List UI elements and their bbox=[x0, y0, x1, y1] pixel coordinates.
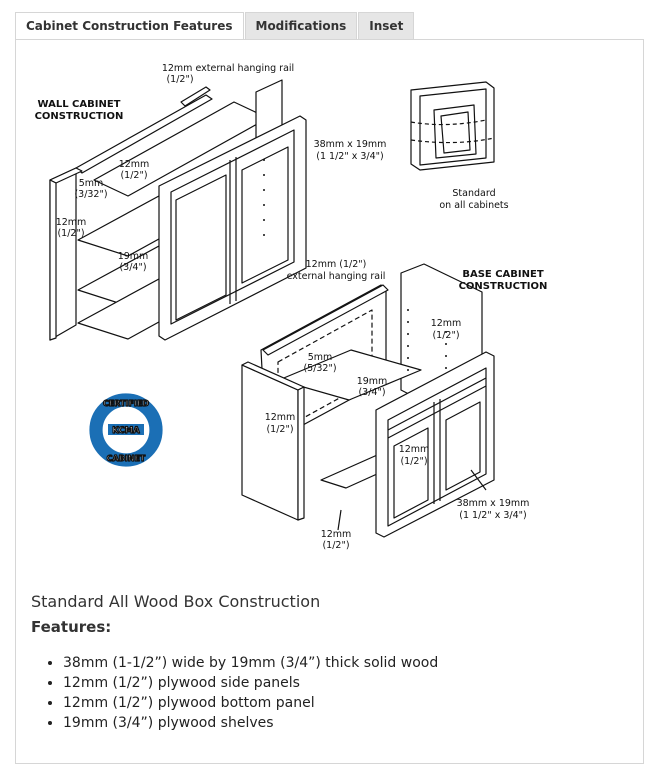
base-bottom-label: 5mm bbox=[308, 352, 333, 363]
features-heading: Features: bbox=[31, 618, 112, 636]
wall-side-sub: (1/2") bbox=[57, 228, 84, 239]
wall-frame-label: 38mm x 19mm bbox=[314, 139, 387, 150]
standard-label-2: on all cabinets bbox=[439, 200, 508, 211]
base-shelf-sub: (3/4") bbox=[358, 387, 385, 398]
feature-item: 12mm (1/2”) plywood side panels bbox=[63, 675, 438, 691]
base-frame-sub: (1 1/2" x 3/4") bbox=[459, 510, 526, 521]
tab-modifications[interactable]: Modifications bbox=[244, 12, 358, 39]
base-door-sub: (1/2") bbox=[400, 456, 427, 467]
wall-shelf-label: 19mm bbox=[118, 251, 149, 262]
standard-cabinet-illustration bbox=[410, 81, 495, 171]
feature-item: 19mm (3/4”) plywood shelves bbox=[63, 715, 438, 731]
tab-cabinet-construction-features[interactable]: Cabinet Construction Features bbox=[15, 12, 244, 41]
base-rail-label-2: external hanging rail bbox=[287, 271, 386, 282]
base-door-label: 12mm bbox=[399, 444, 430, 455]
base-title-1: BASE CABINET bbox=[462, 269, 543, 280]
seal-bottom-text: CABINET bbox=[107, 454, 146, 463]
wall-shelf-sub: (3/4") bbox=[119, 262, 146, 273]
base-frame-label: 38mm x 19mm bbox=[457, 498, 530, 509]
wall-cabinet-illustration bbox=[49, 79, 307, 341]
seal-center-text: KCMA bbox=[112, 426, 140, 436]
wall-rail-sub: (1/2") bbox=[166, 74, 193, 85]
wall-bottom-sub: (3/32") bbox=[74, 189, 107, 200]
feature-item: 38mm (1-1/2”) wide by 19mm (3/4”) thick … bbox=[63, 655, 438, 671]
base-bottom-sub: (5/32") bbox=[303, 363, 336, 374]
cabinet-construction-diagram: KCMA CERTIFIED CABINET WALL CABINET CONS… bbox=[35, 63, 548, 551]
wall-back-sub: (1/2") bbox=[120, 170, 147, 181]
tab-inset[interactable]: Inset bbox=[358, 12, 415, 39]
base-back-label: 12mm bbox=[431, 318, 462, 329]
kcma-certified-seal: KCMA CERTIFIED CABINET bbox=[89, 393, 163, 467]
wall-title-2: CONSTRUCTION bbox=[35, 111, 124, 122]
tab-panel: KCMA CERTIFIED CABINET WALL CABINET CONS… bbox=[15, 39, 644, 764]
wall-rail-label: 12mm external hanging rail bbox=[162, 63, 294, 74]
wall-back-label: 12mm bbox=[119, 159, 150, 170]
base-side-label: 12mm bbox=[265, 412, 296, 423]
wall-bottom-label: 5mm bbox=[79, 178, 104, 189]
standard-label-1: Standard bbox=[452, 188, 495, 199]
feature-item: 12mm (1/2”) plywood bottom panel bbox=[63, 695, 438, 711]
base-title-2: CONSTRUCTION bbox=[459, 281, 548, 292]
seal-top-text: CERTIFIED bbox=[103, 399, 149, 408]
wall-title-1: WALL CABINET bbox=[38, 99, 121, 110]
base-back-sub: (1/2") bbox=[432, 330, 459, 341]
base-floor-sub: (1/2") bbox=[322, 540, 349, 551]
base-cabinet-illustration bbox=[241, 263, 495, 538]
wall-frame-sub: (1 1/2" x 3/4") bbox=[316, 151, 383, 162]
base-side-sub: (1/2") bbox=[266, 424, 293, 435]
base-shelf-label: 19mm bbox=[357, 376, 388, 387]
features-list: 38mm (1-1/2”) wide by 19mm (3/4”) thick … bbox=[63, 655, 438, 735]
tab-bar: Cabinet Construction Features Modificati… bbox=[15, 12, 415, 41]
section-subtitle: Standard All Wood Box Construction bbox=[31, 592, 321, 611]
wall-side-label: 12mm bbox=[56, 217, 87, 228]
base-floor-label: 12mm bbox=[321, 529, 352, 540]
base-rail-label-1: 12mm (1/2") bbox=[306, 259, 367, 270]
